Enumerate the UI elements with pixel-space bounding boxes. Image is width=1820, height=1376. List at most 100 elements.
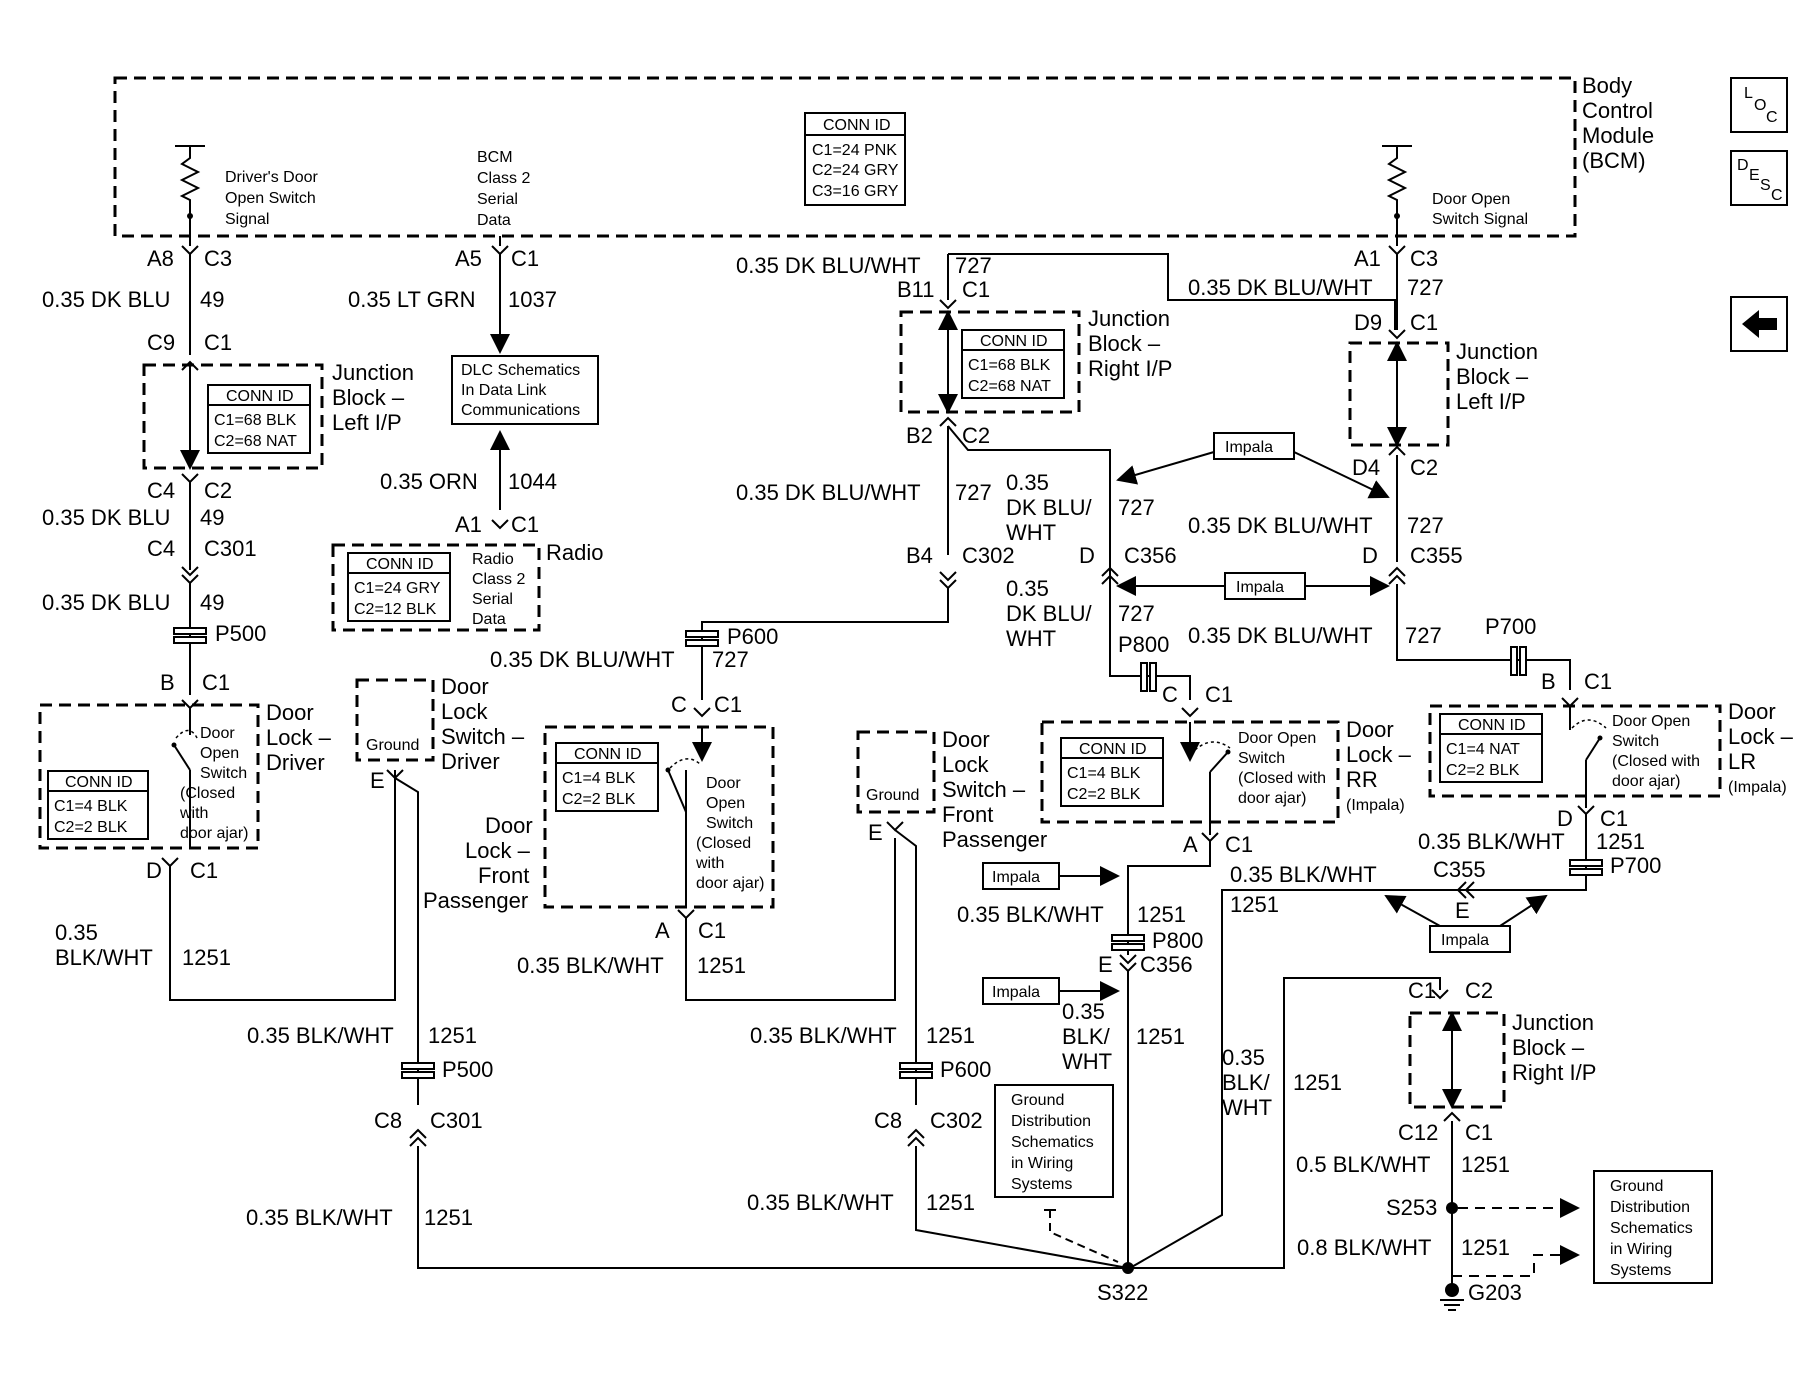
svg-text:B4: B4 [906, 543, 933, 568]
ckt-49-3: 49 [200, 590, 224, 615]
svg-text:0.35 BLK/WHT: 0.35 BLK/WHT [517, 953, 664, 978]
svg-text:Door: Door [706, 775, 741, 792]
svg-text:WHT: WHT [1062, 1049, 1112, 1074]
back-button[interactable] [1730, 296, 1788, 352]
svg-text:Open: Open [200, 745, 239, 762]
ground-dist-link-left[interactable]: Ground Distribution Schematics in Wiring… [994, 1084, 1114, 1198]
svg-text:0.35: 0.35 [1062, 999, 1105, 1024]
svg-text:C: C [1162, 682, 1178, 707]
front-pass-door-open-switch [665, 727, 712, 908]
svg-text:Class 2: Class 2 [472, 571, 525, 588]
dlc-schematics-link[interactable]: DLC Schematics In Data Link Communicatio… [451, 355, 599, 425]
ground-dist-link-right[interactable]: Ground Distribution Schematics in Wiring… [1593, 1170, 1713, 1284]
svg-text:Radio: Radio [546, 540, 603, 565]
impala-arrows: Impala Impala [1116, 432, 1390, 600]
splice-s322 [1122, 1262, 1134, 1274]
svg-text:door ajar): door ajar) [180, 825, 248, 842]
svg-text:C12: C12 [1398, 1120, 1438, 1145]
svg-text:Ground: Ground [1011, 1092, 1064, 1109]
svg-text:in Wiring: in Wiring [1011, 1155, 1073, 1172]
svg-text:Impala: Impala [992, 869, 1040, 886]
svg-text:Communications: Communications [461, 402, 580, 419]
svg-text:0.35 DK BLU/WHT: 0.35 DK BLU/WHT [736, 253, 921, 278]
svg-text:S253: S253 [1386, 1195, 1437, 1220]
ground-symbol-g203 [1440, 1283, 1464, 1311]
svg-text:C3: C3 [1410, 246, 1438, 271]
svg-text:Block –: Block – [1456, 364, 1529, 389]
svg-text:door ajar): door ajar) [696, 875, 764, 892]
svg-text:1251: 1251 [1461, 1235, 1510, 1260]
svg-text:E: E [1455, 898, 1470, 923]
door-open-signal-circuit: A1 C3 0.35 DK BLU/WHT 727 D9 C1 Junction… [1188, 236, 1612, 708]
svg-text:C8: C8 [874, 1108, 902, 1133]
svg-text:LR: LR [1728, 749, 1756, 774]
svg-text:C1: C1 [1225, 832, 1253, 857]
svg-text:A1: A1 [1354, 246, 1381, 271]
lr-door-open-switch [1569, 706, 1607, 808]
svg-text:C1=68 BLK: C1=68 BLK [968, 357, 1051, 374]
svg-text:Lock –: Lock – [1346, 742, 1412, 767]
svg-text:Door: Door [485, 813, 533, 838]
jb-left-ip-label-3: Left I/P [332, 410, 402, 435]
svg-text:Serial: Serial [472, 591, 513, 608]
svg-text:Switch –: Switch – [942, 777, 1026, 802]
lower-ground-circuit: 0.35 BLK/WHT C355 1251 E Impala Impala 0… [957, 857, 1548, 1305]
svg-text:0.35 LT GRN: 0.35 LT GRN [348, 287, 476, 312]
svg-text:with: with [695, 855, 724, 872]
svg-text:Ground: Ground [1610, 1178, 1663, 1195]
front-pass-conn-id: CONN ID C1=4 BLK C2=2 BLK [555, 742, 659, 812]
svg-text:E: E [370, 768, 385, 793]
svg-text:Driver: Driver [441, 749, 500, 774]
svg-text:CONN ID: CONN ID [226, 388, 294, 405]
svg-text:0.35 DK BLU/WHT: 0.35 DK BLU/WHT [736, 480, 921, 505]
svg-text:1251: 1251 [697, 953, 746, 978]
wire-dk-blu-2: 0.35 DK BLU [42, 505, 170, 530]
driver-signal-3: Signal [225, 211, 269, 228]
svg-text:E: E [1098, 952, 1113, 977]
svg-text:(Impala): (Impala) [1346, 797, 1405, 814]
svg-text:C1: C1 [511, 246, 539, 271]
svg-text:727: 727 [955, 253, 992, 278]
svg-text:Impala: Impala [1441, 932, 1489, 949]
svg-text:0.35 BLK/WHT: 0.35 BLK/WHT [957, 902, 1104, 927]
svg-text:C2: C2 [1410, 455, 1438, 480]
svg-text:1251: 1251 [428, 1023, 477, 1048]
loc-button[interactable]: L O C [1730, 77, 1788, 133]
svg-text:Passenger: Passenger [942, 827, 1047, 852]
svg-text:0.8 BLK/WHT: 0.8 BLK/WHT [1297, 1235, 1431, 1260]
svg-text:C1: C1 [962, 277, 990, 302]
desc-button[interactable]: D E S C [1730, 150, 1788, 206]
right-ip-circuit: 0.35 DK BLU/WHT 727 B11 C1 CONN ID C1=68… [490, 253, 1396, 700]
svg-text:CONN ID: CONN ID [1458, 717, 1526, 734]
svg-text:C1: C1 [698, 918, 726, 943]
svg-text:G203: G203 [1468, 1280, 1522, 1305]
class2-1: BCM [477, 149, 513, 166]
driver-door-open-switch [171, 708, 199, 848]
svg-text:Right I/P: Right I/P [1512, 1060, 1596, 1085]
svg-text:C: C [1766, 109, 1778, 126]
svg-text:727: 727 [1118, 601, 1155, 626]
svg-text:1044: 1044 [508, 469, 557, 494]
dl-driver-label-2: Lock – [266, 725, 332, 750]
svg-text:C2: C2 [962, 423, 990, 448]
dl-driver-label-1: Door [266, 700, 314, 725]
svg-text:DK BLU/: DK BLU/ [1006, 495, 1092, 520]
svg-text:Schematics: Schematics [1011, 1134, 1094, 1151]
p500-top-label: P500 [215, 621, 266, 646]
driver-signal-2: Open Switch [225, 190, 316, 207]
svg-text:Junction: Junction [1456, 339, 1538, 364]
radio-conn-id: CONN ID C1=24 GRY C2=12 BLK [347, 552, 451, 622]
svg-text:Block –: Block – [1088, 331, 1161, 356]
svg-text:Schematics: Schematics [1610, 1220, 1693, 1237]
svg-text:727: 727 [955, 480, 992, 505]
svg-text:C1: C1 [714, 692, 742, 717]
svg-text:1037: 1037 [508, 287, 557, 312]
svg-text:C1=24 GRY: C1=24 GRY [354, 580, 441, 597]
driver-signal-1: Driver's Door [225, 169, 319, 186]
svg-text:Door: Door [942, 727, 990, 752]
svg-text:P800: P800 [1152, 928, 1203, 953]
pin-a8: A8 [147, 246, 174, 271]
svg-text:D: D [1737, 157, 1749, 174]
pin-d-left: D [146, 858, 162, 883]
pin-c4-a: C4 [147, 478, 175, 503]
